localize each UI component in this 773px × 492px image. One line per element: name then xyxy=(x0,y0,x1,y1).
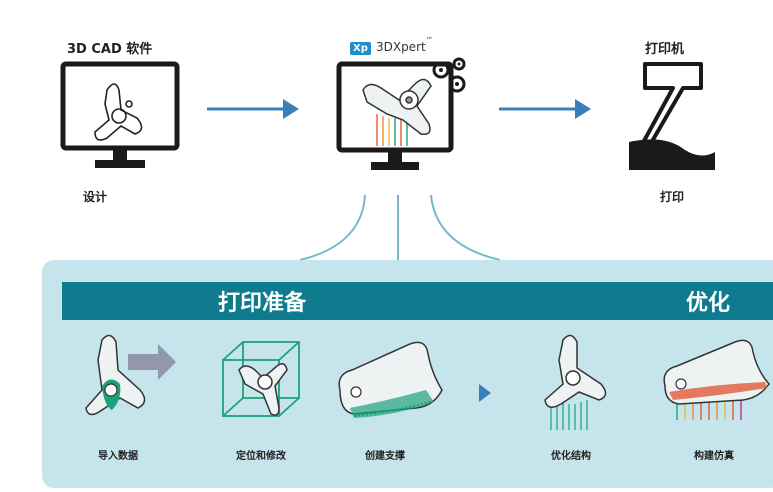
xpert-logo: Xp 3DXpert™ xyxy=(350,36,433,55)
create-supports-icon xyxy=(338,341,443,418)
build-simulation-icon xyxy=(663,339,770,420)
optimize-structure-icon xyxy=(544,334,607,430)
import-data-icon xyxy=(85,334,176,416)
design-caption: 设计 xyxy=(83,190,108,204)
optimize-heading: 优化 xyxy=(686,291,731,316)
print-caption: 打印 xyxy=(660,190,685,204)
cad-software-title: 3D CAD 软件 xyxy=(67,42,153,57)
trademark: ™ xyxy=(425,36,433,44)
xpert-logo-mark: Xp xyxy=(350,42,371,55)
cad-monitor-icon xyxy=(60,61,180,168)
printer-title: 打印机 xyxy=(645,42,685,57)
position-modify-icon xyxy=(222,341,300,417)
step-label: 构建仿真 xyxy=(694,451,734,462)
step-label: 导入数据 xyxy=(98,451,138,462)
step-label: 定位和修改 xyxy=(236,451,286,462)
arrow-right-icon xyxy=(207,99,299,119)
small-arrow-right-icon xyxy=(479,384,491,402)
printer-icon xyxy=(629,62,715,170)
print-prep-heading: 打印准备 xyxy=(218,291,307,316)
connector-lines xyxy=(299,194,501,265)
heading-band xyxy=(62,282,773,320)
step-label: 创建支撑 xyxy=(365,451,405,462)
step-label: 优化结构 xyxy=(551,451,591,462)
xpert-logo-text: 3DXpert xyxy=(375,40,426,54)
xpert-monitor-icon xyxy=(336,57,466,170)
arrow-right-icon xyxy=(499,99,591,119)
